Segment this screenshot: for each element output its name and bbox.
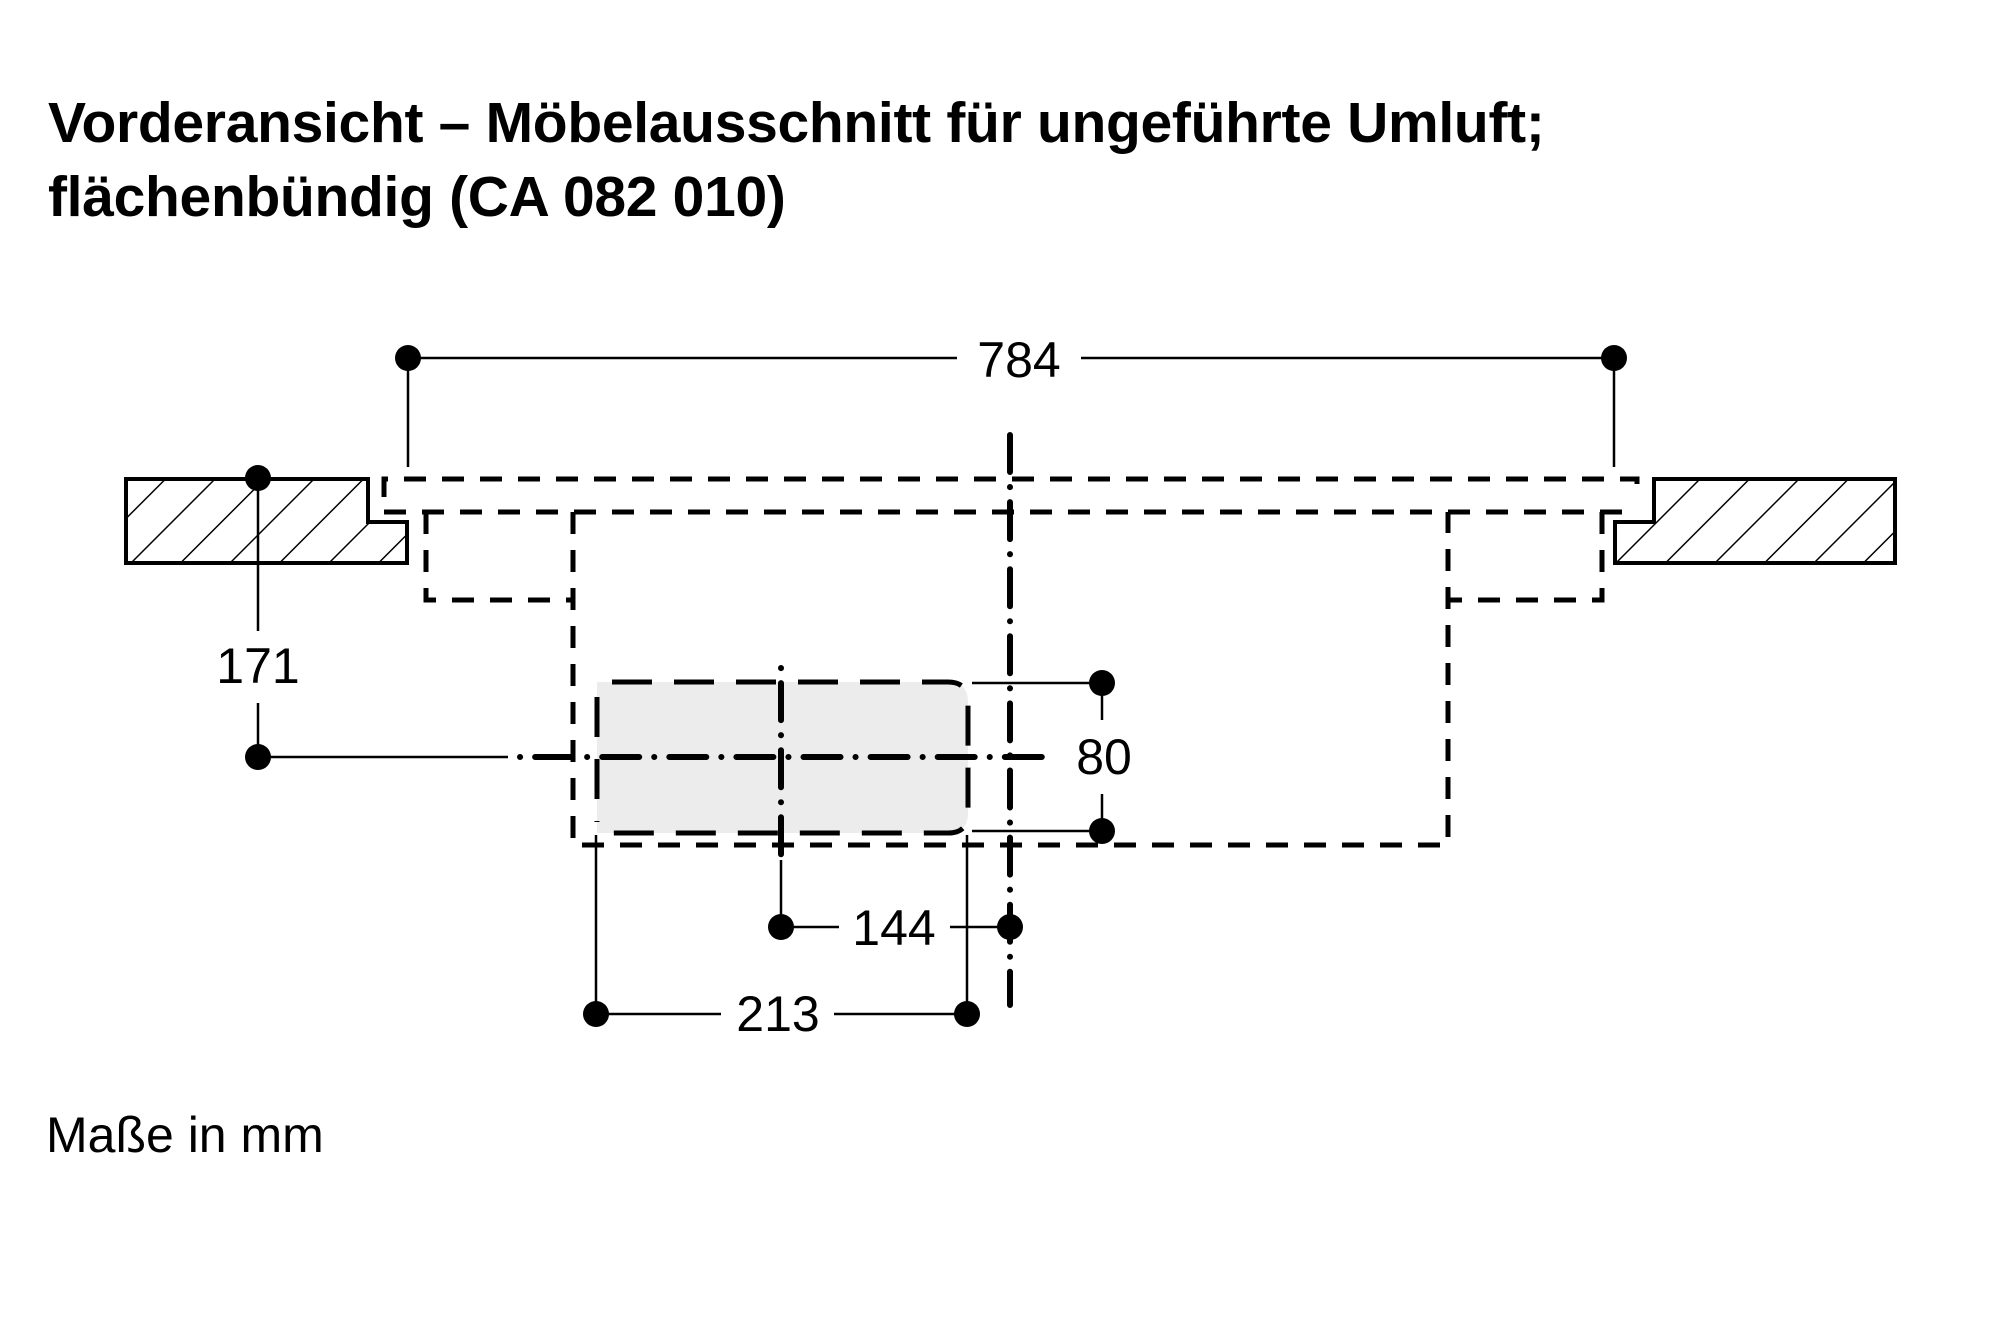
worktop-left (124, 477, 409, 565)
dimension-label-171: 171 (216, 638, 299, 694)
units-note: Maße in mm (46, 1107, 324, 1163)
dimension-label-784: 784 (977, 332, 1060, 388)
title-line-2: flächenbündig (CA 082 010) (48, 165, 786, 229)
dimension-171 (245, 465, 508, 770)
dimension-label-213: 213 (736, 986, 819, 1042)
worktop-right (1613, 477, 1897, 565)
dimension-label-144: 144 (852, 900, 935, 956)
dimension-80 (972, 670, 1115, 844)
center-axis-module (517, 665, 1053, 863)
dimension-213 (583, 835, 980, 1027)
title-line-1: Vorderansicht – Möbelausschnitt für unge… (48, 91, 1545, 155)
dimension-label-80: 80 (1076, 729, 1132, 785)
dimension-144 (768, 860, 1023, 940)
page-title: Vorderansicht – Möbelausschnitt für unge… (48, 86, 1545, 234)
dimension-784 (395, 345, 1627, 467)
